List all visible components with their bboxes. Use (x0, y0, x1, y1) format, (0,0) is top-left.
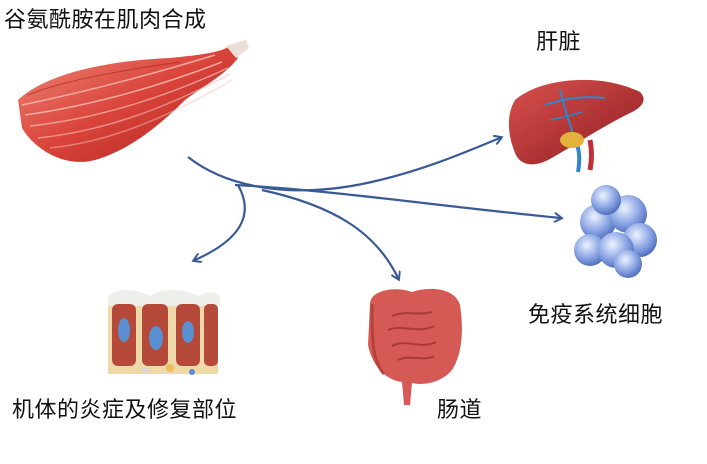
label-source: 谷氨酰胺在肌肉合成 (4, 8, 207, 33)
tissue-repair-illustration (108, 289, 220, 375)
label-repair-sites: 机体的炎症及修复部位 (12, 398, 238, 423)
label-liver: 肝脏 (536, 30, 582, 55)
flow-arrows (187, 138, 560, 278)
liver-illustration (508, 79, 644, 173)
immune-cells-illustration (574, 185, 657, 278)
intestine-illustration (368, 288, 462, 405)
arrow-to-repair-sites (195, 184, 246, 260)
muscle-illustration (18, 40, 249, 162)
arrow-to-immune-cells (234, 183, 560, 218)
arrow-to-intestine (261, 188, 398, 278)
label-intestine: 肠道 (437, 398, 483, 423)
label-immune-cells: 免疫系统细胞 (528, 303, 664, 328)
arrow-to-liver (187, 138, 500, 192)
